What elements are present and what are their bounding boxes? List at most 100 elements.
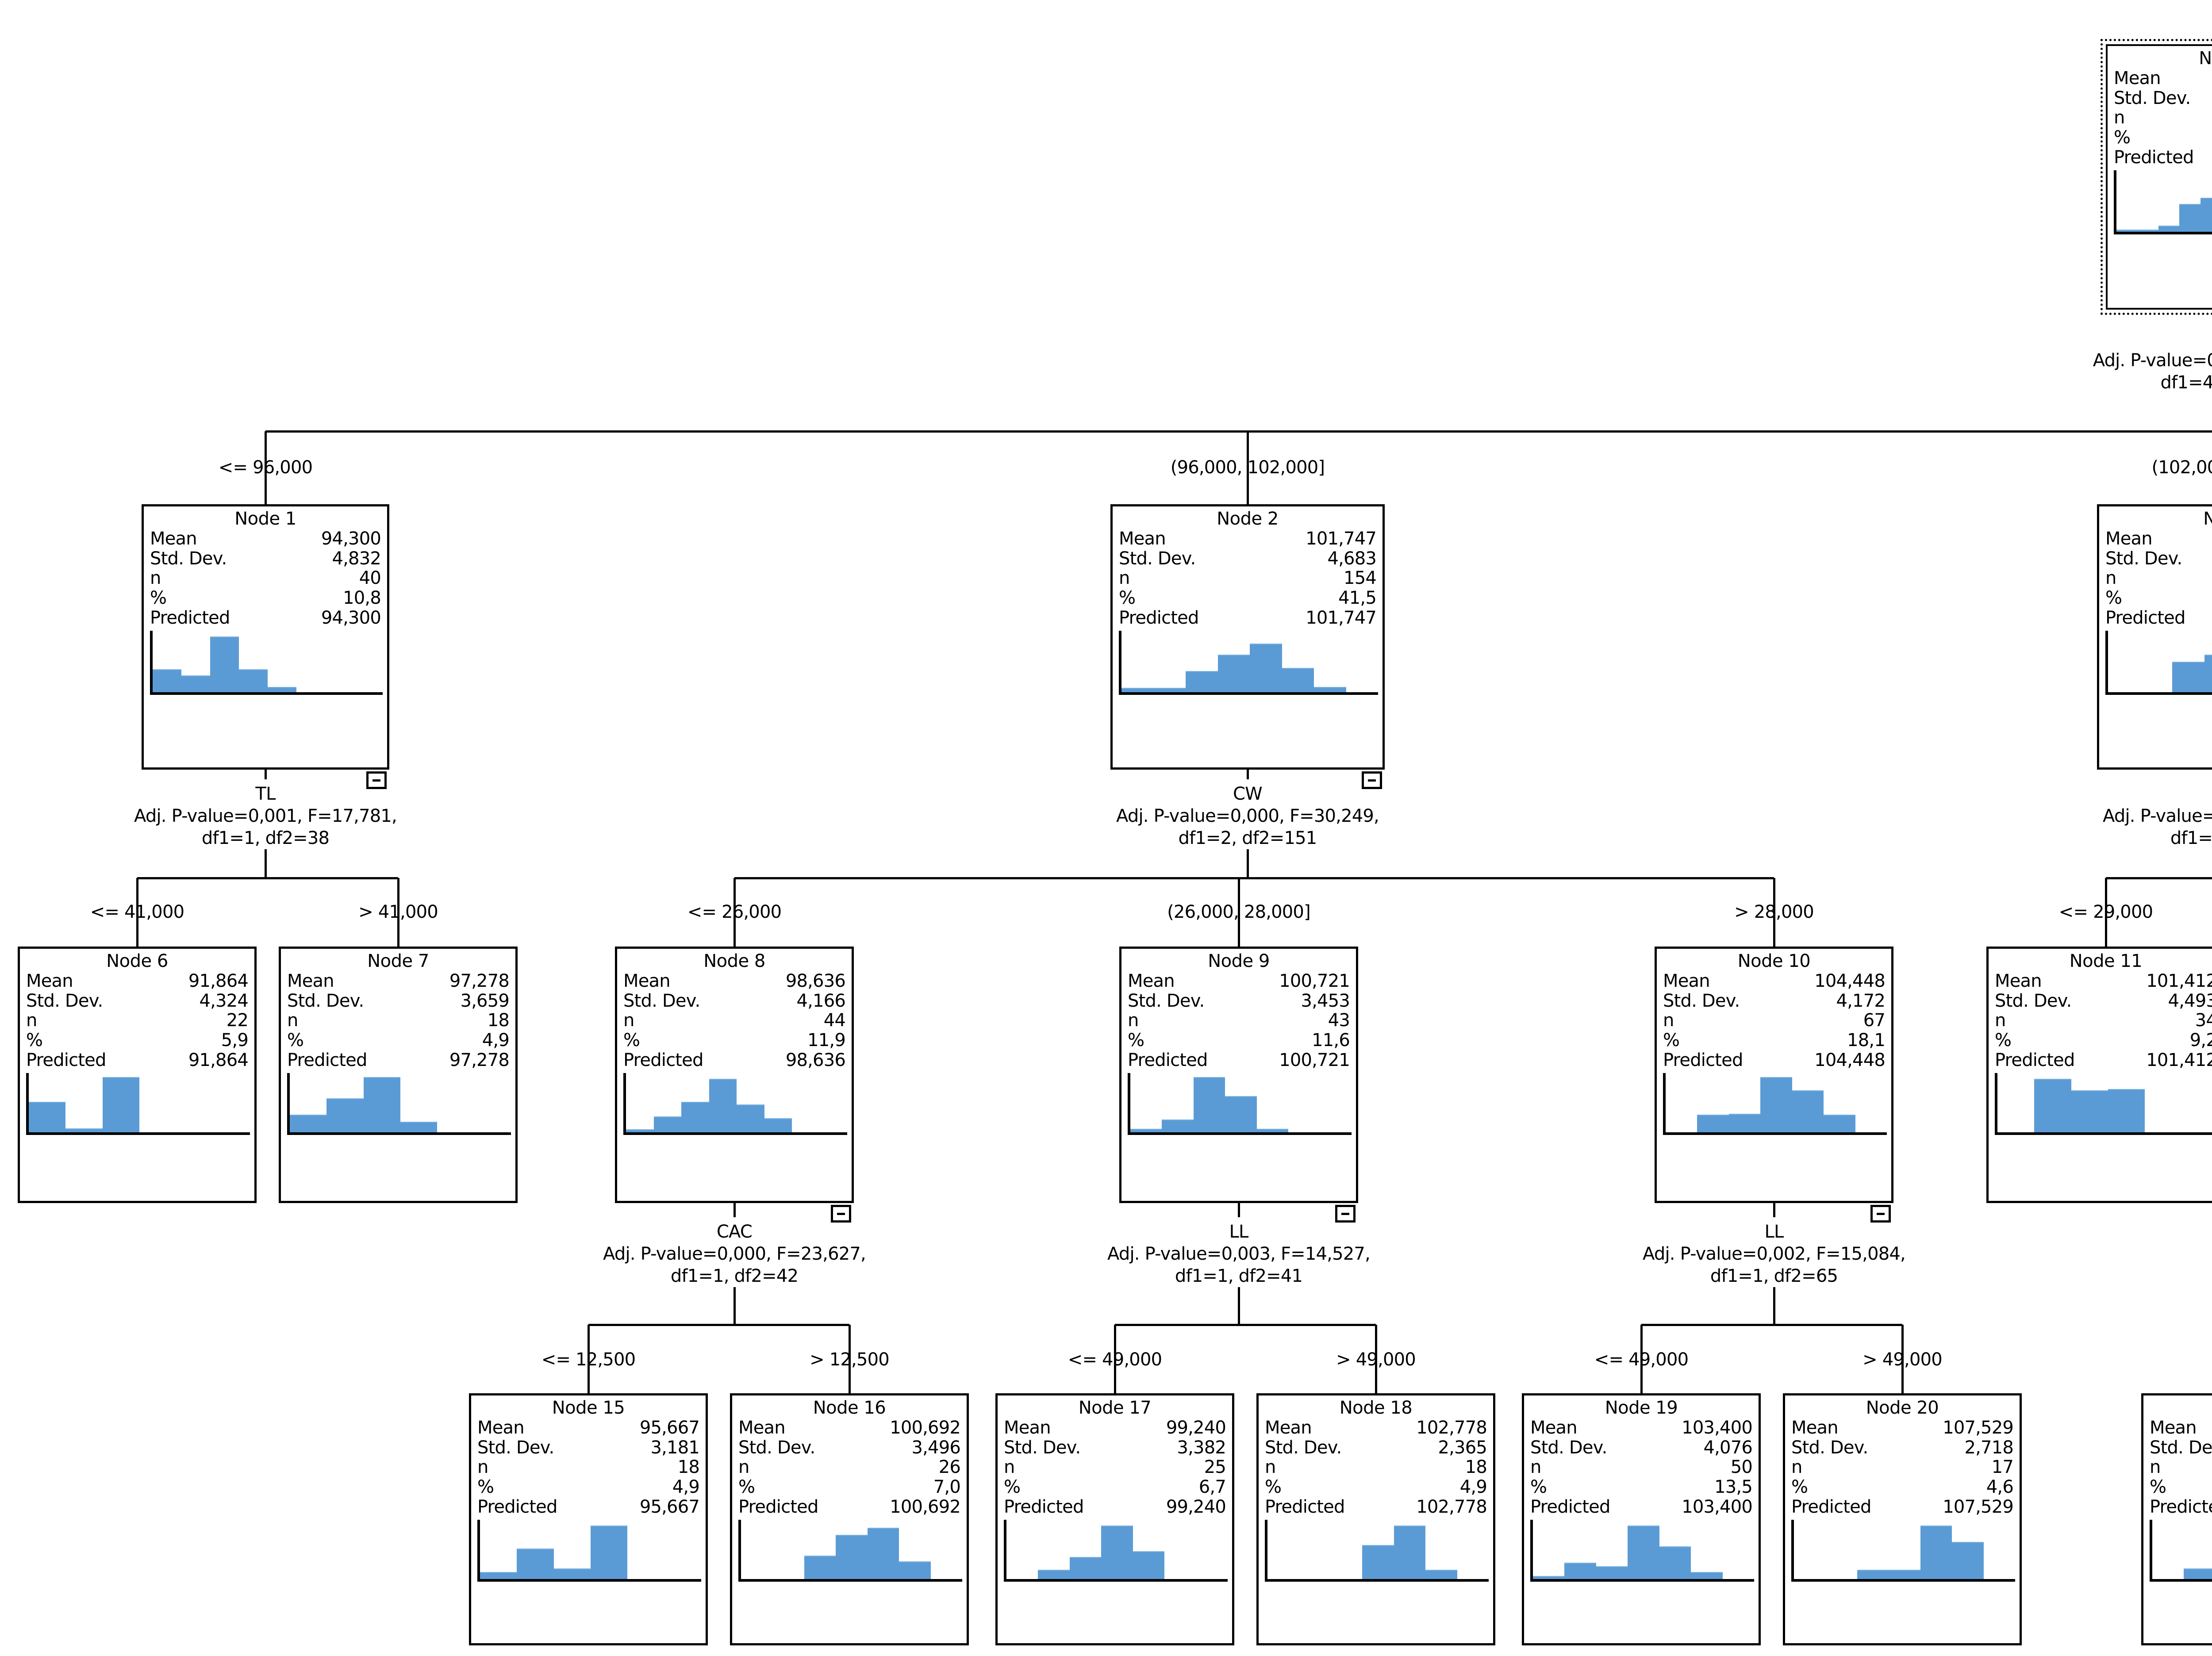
edge-line-8 xyxy=(733,878,736,947)
stat-key: n xyxy=(1004,1457,1015,1478)
stat-key: Mean xyxy=(1530,1417,1578,1438)
collapse-toggle-9[interactable] xyxy=(1335,1205,1356,1223)
histogram-bars xyxy=(626,1073,847,1132)
stat-key: Predicted xyxy=(1791,1496,1871,1517)
stat-value: 4,9 xyxy=(672,1477,700,1498)
collapse-toggle-2[interactable] xyxy=(1362,771,1382,789)
stat-value: 103,400 xyxy=(1682,1496,1753,1517)
stat-value: 3,453 xyxy=(1301,990,1350,1011)
stat-value: 4,166 xyxy=(796,990,845,1011)
stat-key: Std. Dev. xyxy=(1995,990,2072,1011)
node-histogram-16 xyxy=(738,1519,962,1582)
split-bus-9 xyxy=(1115,1324,1376,1326)
stat-key: Predicted xyxy=(287,1050,367,1070)
stat-key: Mean xyxy=(287,970,334,991)
node-histogram-15 xyxy=(477,1519,701,1582)
node-title-11: Node 11 xyxy=(2069,951,2143,971)
split-bus-8 xyxy=(588,1324,849,1326)
node-title-1: Node 1 xyxy=(234,509,296,529)
collapse-toggle-8[interactable] xyxy=(831,1205,851,1223)
stat-key: Mean xyxy=(2150,1417,2197,1438)
node-stat-row: Std. Dev.4,493 xyxy=(1995,991,2212,1011)
histogram-bar xyxy=(1659,1546,1691,1579)
stat-value: 4,076 xyxy=(1703,1437,1752,1458)
histogram-bar xyxy=(2116,229,2138,232)
stat-key: n xyxy=(1791,1457,1802,1478)
collapse-toggle-1[interactable] xyxy=(366,771,387,789)
stat-key: Std. Dev. xyxy=(1128,990,1205,1011)
histogram-bar xyxy=(737,1104,764,1132)
edge-line-18 xyxy=(1375,1325,1377,1393)
stat-value: 4,6 xyxy=(1986,1477,2014,1498)
stat-value: 154 xyxy=(1344,568,1377,589)
histogram-bar xyxy=(210,636,239,692)
histogram-bars xyxy=(741,1520,962,1579)
node-stat-row: %20,5 xyxy=(2105,588,2212,608)
stat-value: 102,778 xyxy=(1416,1417,1487,1438)
histogram-bar xyxy=(1130,1128,1162,1132)
edge-label-1: <= 96,000 xyxy=(218,457,313,478)
histogram-bar xyxy=(1314,686,1346,692)
stat-value: 17 xyxy=(1991,1457,2014,1478)
stat-key: % xyxy=(26,1030,43,1051)
histogram-bars xyxy=(290,1073,511,1132)
stat-key: Predicted xyxy=(477,1496,557,1517)
stat-value: 100,692 xyxy=(890,1417,961,1438)
histogram-bar xyxy=(709,1078,737,1132)
stat-key: n xyxy=(1663,1010,1674,1031)
stat-key: n xyxy=(1265,1457,1276,1478)
stat-key: Std. Dev. xyxy=(1004,1437,1081,1458)
histogram-bar xyxy=(1256,1128,1289,1132)
split-degrees-freedom: df1=1, df2=65 xyxy=(1710,1266,1838,1286)
stat-value: 26 xyxy=(938,1457,961,1478)
histogram-bar xyxy=(2172,661,2204,692)
collapse-toggle-10[interactable] xyxy=(1870,1205,1891,1223)
histogram-bar xyxy=(590,1525,628,1579)
split-bus-0 xyxy=(265,430,2212,433)
stat-value: 100,692 xyxy=(890,1496,961,1517)
stat-key: Std. Dev. xyxy=(1530,1437,1607,1458)
stat-key: Std. Dev. xyxy=(1119,548,1196,569)
edge-line-19 xyxy=(1640,1325,1643,1393)
histogram-bar xyxy=(1250,643,1282,692)
stat-key: n xyxy=(1128,1010,1139,1031)
edge-label-17: <= 49,000 xyxy=(1068,1349,1162,1370)
histogram-bar xyxy=(764,1118,792,1132)
stat-key: Mean xyxy=(1128,970,1175,991)
stat-key: Mean xyxy=(2114,68,2161,88)
node-stat-row: %13,5 xyxy=(1530,1477,1753,1497)
split-bus-1 xyxy=(137,877,398,879)
histogram-bar xyxy=(153,669,181,692)
stat-value: 18 xyxy=(677,1457,700,1478)
histogram-bar xyxy=(1889,1569,1920,1579)
histogram-bar xyxy=(1121,687,1154,692)
stat-key: Std. Dev. xyxy=(287,990,364,1011)
stat-key: Std. Dev. xyxy=(1265,1437,1342,1458)
edge-label-18: > 49,000 xyxy=(1336,1349,1416,1370)
stat-value: 9,2 xyxy=(2189,1030,2212,1051)
node-histogram-1 xyxy=(150,630,383,695)
node-histogram-11 xyxy=(1995,1073,2212,1135)
histogram-bar xyxy=(1069,1556,1102,1579)
stat-key: Predicted xyxy=(150,607,230,628)
histogram-bar xyxy=(290,1114,327,1132)
node-histogram-17 xyxy=(1004,1519,1228,1582)
stat-value: 101,747 xyxy=(1306,528,1377,549)
stat-key: Predicted xyxy=(1119,607,1199,628)
stat-value: 3,181 xyxy=(650,1437,699,1458)
stat-value: 18 xyxy=(487,1010,510,1031)
split-variable-name: CAC xyxy=(716,1222,753,1242)
histogram-bar xyxy=(2158,225,2180,232)
split-degrees-freedom: df1=4, df2=366 xyxy=(2160,372,2212,393)
tree-node-0: Node 0Mean103,787Std. Dev.7,471n371%100,… xyxy=(2101,39,2212,315)
histogram-bar xyxy=(1225,1096,1257,1132)
stat-key: Predicted xyxy=(623,1050,703,1070)
